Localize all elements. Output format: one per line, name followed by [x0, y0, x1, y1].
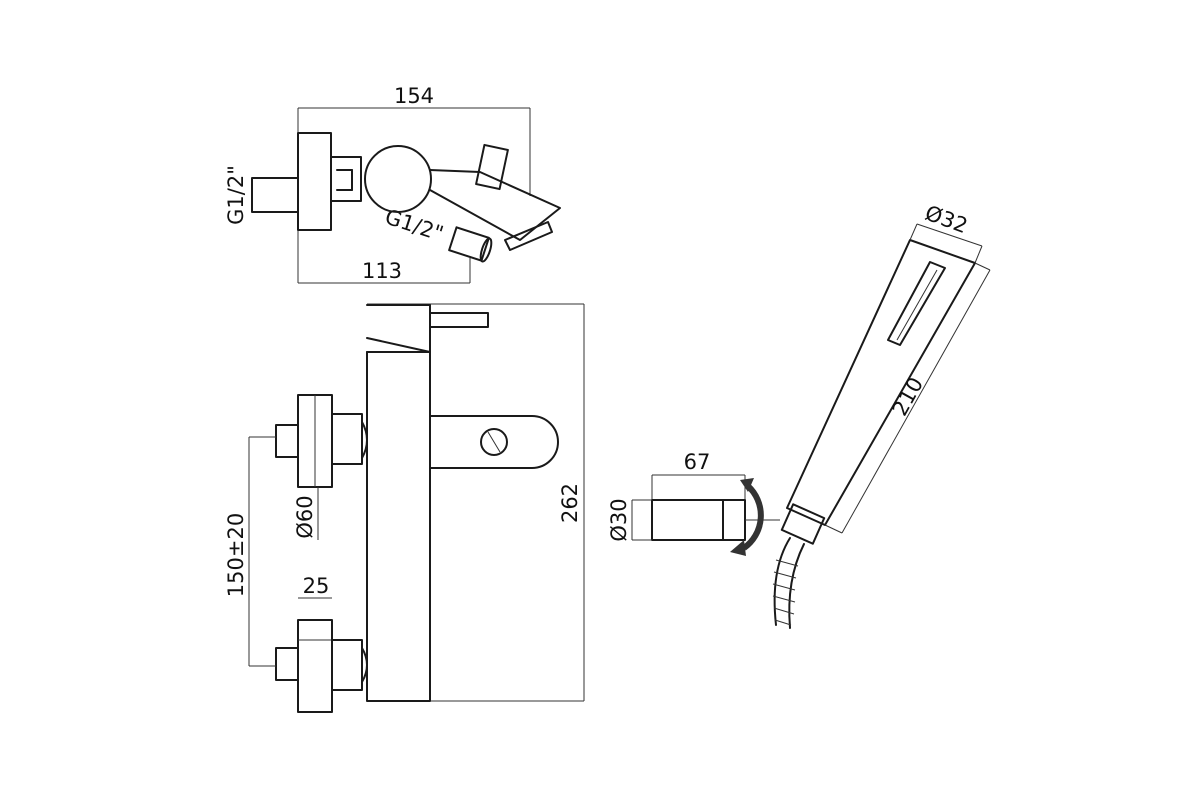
dim-inlet-spacing: 150±20	[224, 513, 248, 597]
dim-eccentric-length: 25	[303, 574, 330, 598]
handshower-view: Ø32 210	[772, 201, 991, 629]
holder-view: 67 Ø30	[607, 450, 780, 556]
dim-holder-length: 67	[684, 450, 711, 474]
top-view: 154 113 G1/2" G1/2"	[224, 84, 561, 284]
dim-height: 262	[558, 483, 582, 523]
rotation-arrow	[742, 483, 764, 551]
dim-overall-depth: 154	[394, 84, 434, 108]
dim-escutcheon-diameter: Ø60	[293, 495, 317, 538]
dim-inlet-thread: G1/2"	[224, 165, 248, 225]
dim-holder-diameter: Ø30	[607, 498, 631, 541]
front-view: 262 150±20 Ø60 25	[224, 303, 585, 713]
dim-wall-to-outlet: 113	[362, 259, 402, 283]
dim-handshower-length: 210	[888, 373, 928, 420]
dim-head-diameter: Ø32	[922, 201, 971, 238]
